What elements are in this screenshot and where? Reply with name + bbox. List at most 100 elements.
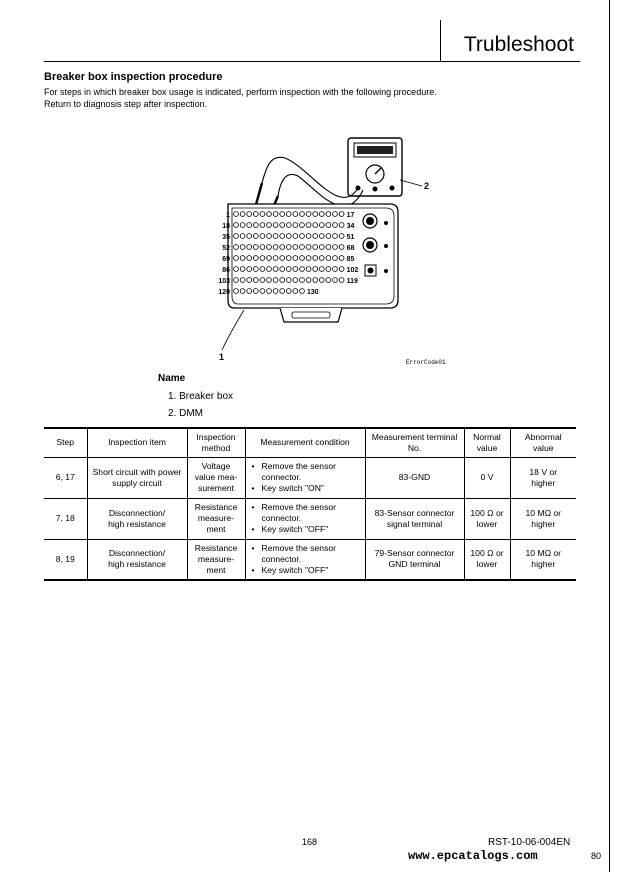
terminal-hole: [292, 244, 299, 250]
row-label: 102: [347, 267, 359, 274]
terminal-hole: [319, 244, 325, 250]
terminal-hole: [272, 233, 279, 239]
header-text: Measurement condition: [260, 437, 350, 448]
terminal-hole: [332, 266, 338, 272]
terminal-hole: [246, 244, 252, 250]
terminal-hole: [239, 255, 246, 261]
terminal-hole: [272, 266, 279, 272]
condition-item: Key switch "ON": [252, 483, 363, 494]
terminal-hole: [325, 255, 332, 261]
terminal-hole: [272, 288, 279, 294]
terminal-hole: [239, 233, 246, 239]
terminal-hole: [259, 222, 266, 228]
terminal-hole: [299, 277, 305, 283]
terminal-hole: [305, 244, 312, 250]
terminal-hole: [239, 266, 246, 272]
terminal-hole: [246, 288, 252, 294]
terminal-hole: [252, 288, 259, 294]
document-code: RST-10-06-004EN: [488, 837, 571, 848]
row-label: 68: [347, 245, 355, 252]
row-label: 119: [347, 278, 358, 285]
section-intro: For steps in which breaker box usage is …: [44, 86, 437, 110]
terminal-hole: [266, 222, 272, 228]
terminal-hole: [319, 255, 325, 261]
page-title: Trubleshoot: [463, 33, 574, 56]
terminal-hole: [332, 244, 338, 250]
name-heading: Name: [158, 373, 186, 384]
terminal-hole: [239, 244, 246, 250]
row-label: 130: [307, 289, 319, 296]
figure-caption: ErrorCode01: [406, 359, 446, 366]
terminal-hole: [338, 266, 345, 272]
header-text: Inspection item: [108, 437, 166, 448]
step-cell: 6, 17: [44, 456, 88, 499]
row-label: 51: [347, 234, 355, 241]
terminal-hole: [319, 277, 325, 283]
step-cell: 7, 18: [44, 497, 88, 540]
terminal-hole: [279, 233, 285, 239]
step-cell: 8, 19: [44, 538, 88, 581]
item-cell: Disconnection/high resistance: [86, 538, 188, 581]
terminal-hole: [252, 266, 259, 272]
terminal-hole: [286, 277, 292, 283]
terminal-hole: [332, 222, 338, 228]
intro-line: Return to diagnosis step after inspectio…: [44, 99, 208, 109]
terminal-hole: [233, 222, 239, 228]
item-cell-text: Disconnection/high resistance: [108, 507, 166, 529]
column-header: Step: [44, 427, 88, 458]
terminal-hole: [332, 233, 338, 239]
terminal-hole: [259, 255, 266, 261]
normal-value-cell: 0 V: [463, 456, 511, 499]
terminal-hole: [319, 222, 325, 228]
terminal-hole: [252, 211, 259, 217]
terminal-hole: [246, 222, 252, 228]
terminal-hole: [319, 233, 325, 239]
terminal-hole: [292, 211, 299, 217]
terminal-hole: [279, 266, 285, 272]
terminal-hole: [325, 266, 332, 272]
terminal-hole: [286, 255, 292, 261]
callout-1: 1: [219, 352, 224, 362]
terminal-hole: [246, 266, 252, 272]
terminal-hole: [292, 255, 299, 261]
terminal-hole: [325, 233, 332, 239]
dmm-icon: [347, 137, 403, 197]
terminal-hole: [246, 255, 252, 261]
item-cell: Disconnection/high resistance: [86, 497, 188, 540]
terminal-hole: [266, 244, 272, 250]
terminal-hole: [299, 288, 305, 294]
terminal-hole: [292, 288, 299, 294]
row-label: 17: [347, 212, 355, 219]
terminal-hole: [305, 266, 312, 272]
row-label: 35: [222, 234, 230, 241]
section-title: Breaker box inspection procedure: [44, 71, 223, 83]
terminal-hole: [299, 233, 305, 239]
terminal-hole: [312, 266, 318, 272]
terminal-hole: [246, 211, 252, 217]
terminal-hole: [259, 244, 266, 250]
terminal-hole: [233, 211, 239, 217]
terminal-hole: [338, 222, 345, 228]
row-label: 86: [222, 267, 230, 274]
terminal-hole: [292, 222, 299, 228]
